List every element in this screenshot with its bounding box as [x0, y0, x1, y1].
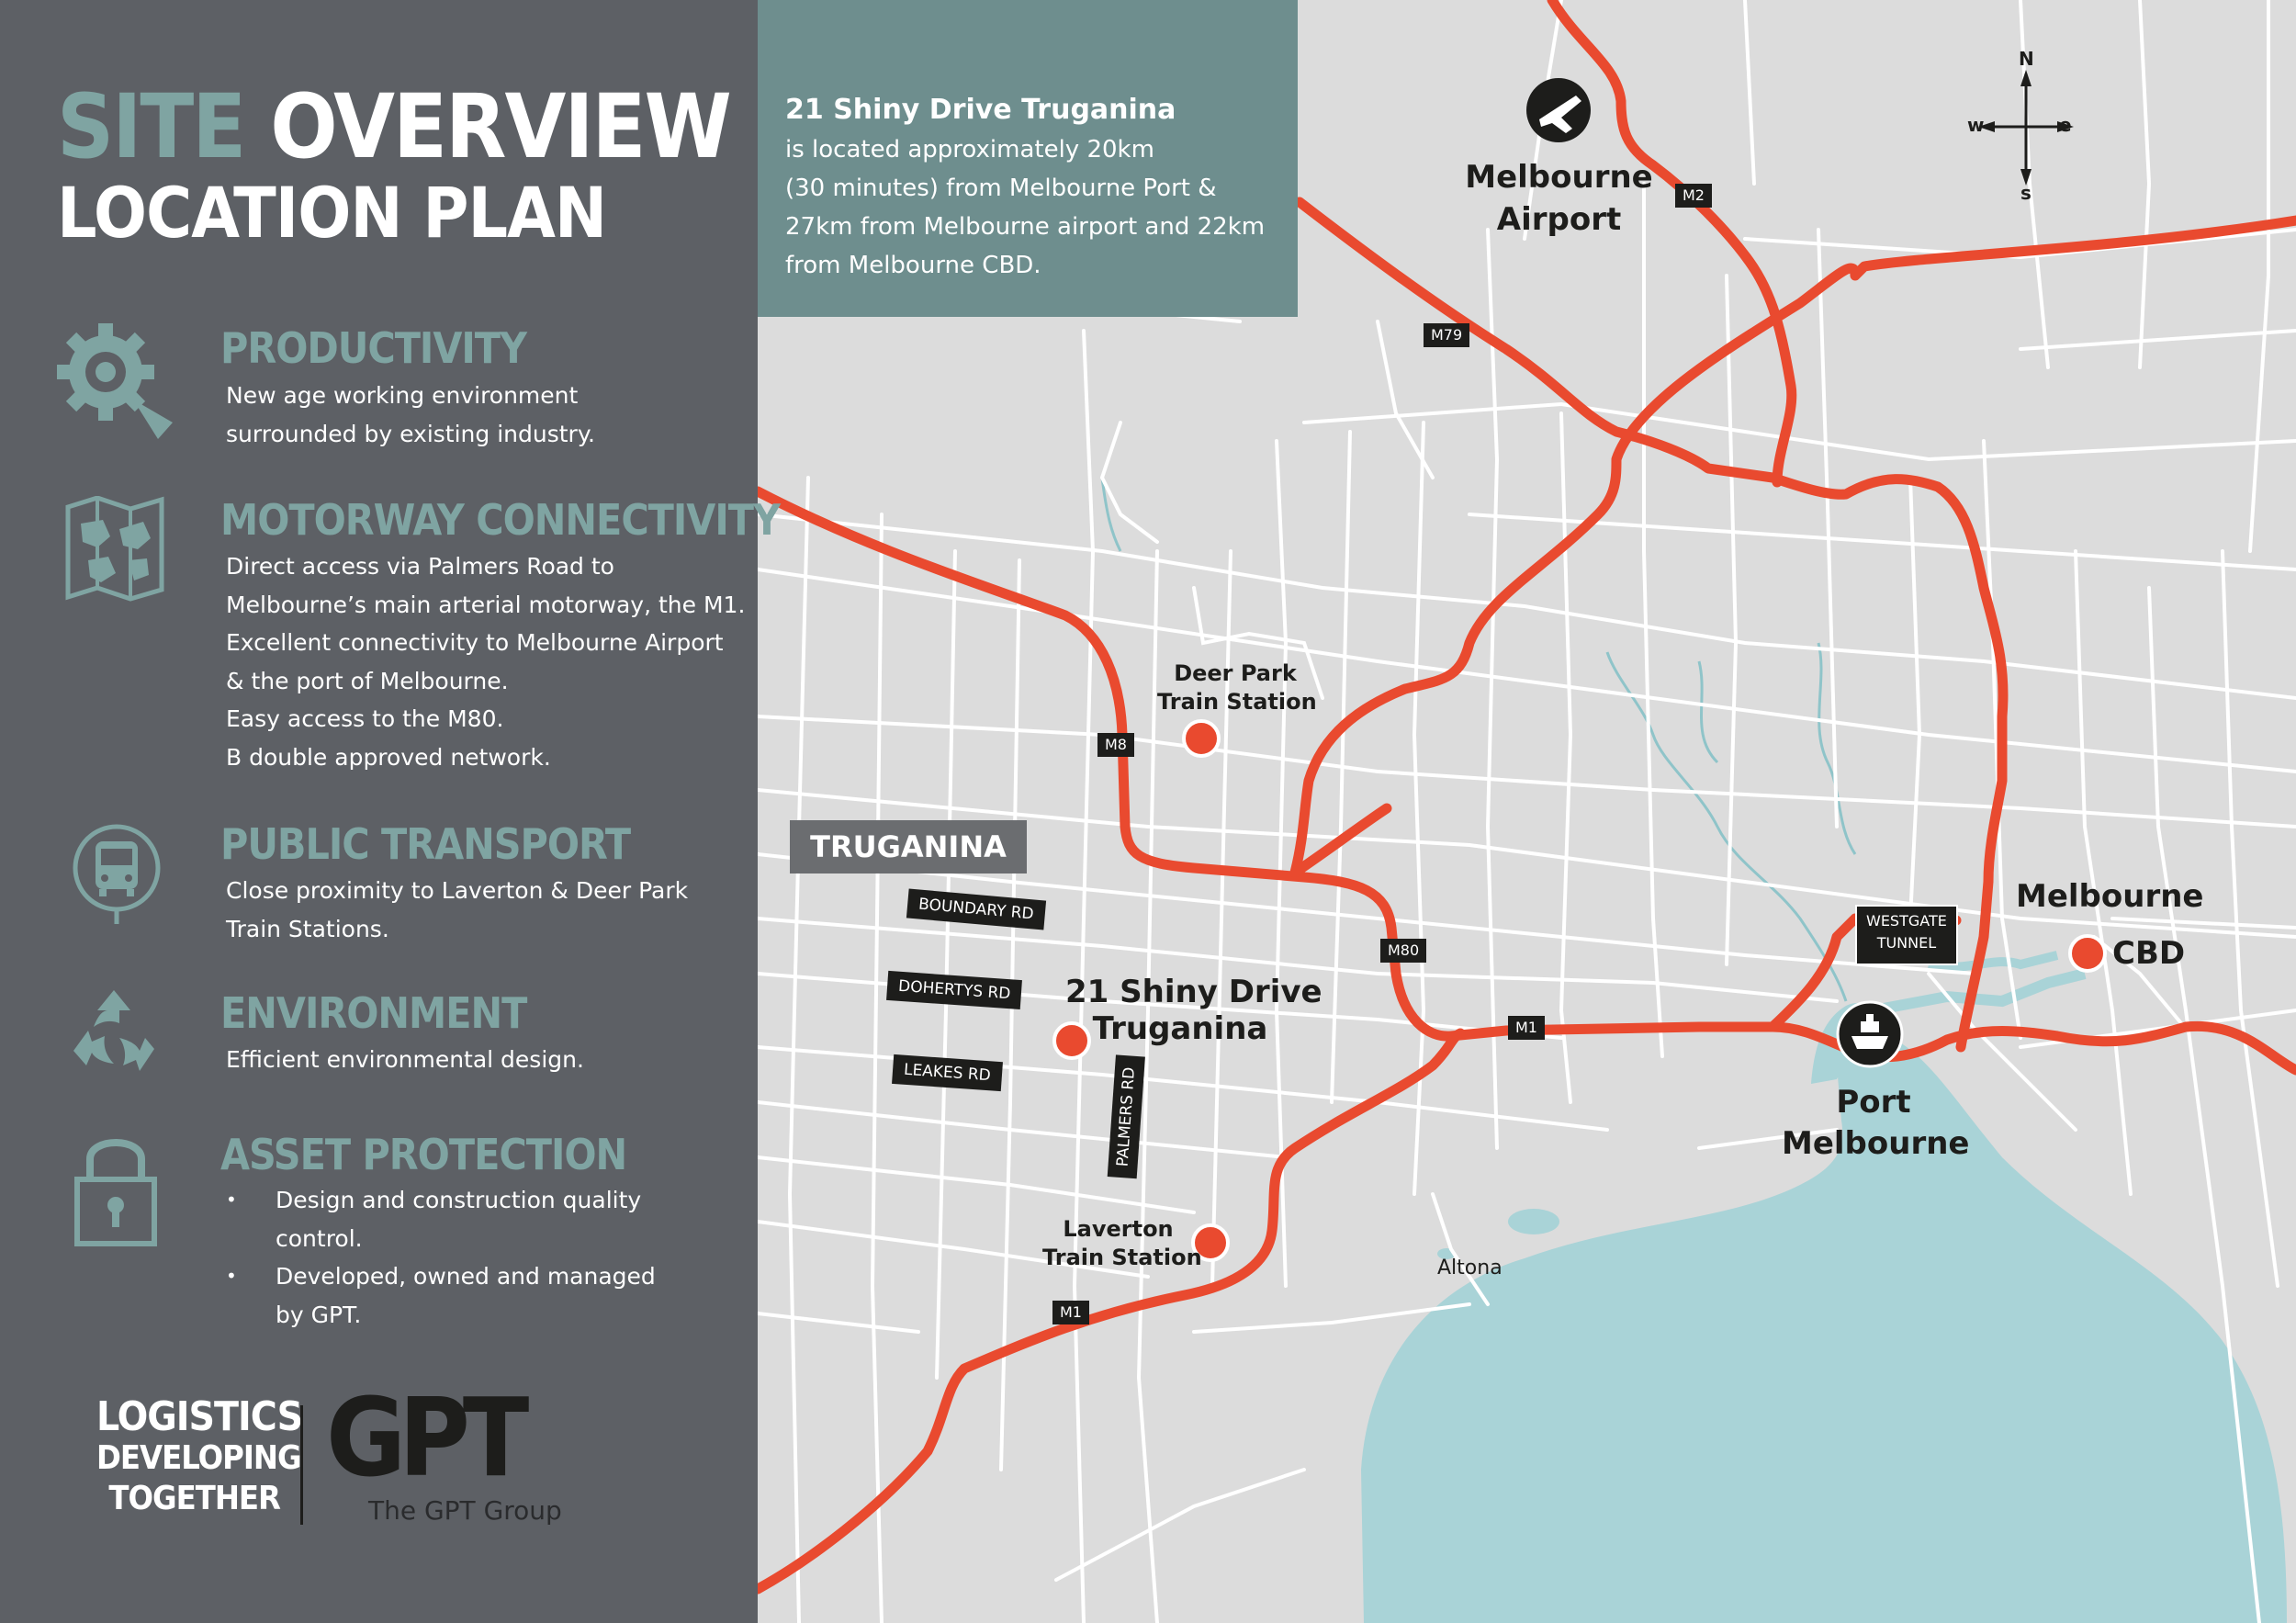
location-infobox: 21 Shiny Drive Truganina is located appr… — [758, 0, 1298, 317]
freeway-westgate — [1767, 913, 1962, 1032]
shield-m1: M1 — [1052, 1301, 1089, 1324]
logo-line: TOGETHER — [108, 1480, 281, 1517]
ship-icon — [1836, 1000, 1904, 1068]
feature-body-transport: Close proximity to Laverton & Deer Park … — [226, 877, 689, 942]
map-icon — [65, 496, 164, 602]
shield-m80: M80 — [1380, 939, 1427, 963]
infobox-line: 27km from Melbourne airport and 22km — [785, 213, 1266, 241]
laverton-station-marker — [1191, 1223, 1230, 1262]
infobox-line: (30 minutes) from Melbourne Port & — [785, 175, 1217, 202]
logo-line: LOGISTICS — [96, 1393, 303, 1440]
feature-body-environment: Efficient environmental design. — [226, 1046, 584, 1073]
altona-label: Altona — [1437, 1257, 1503, 1279]
compass-rose-icon: N s e w — [1964, 48, 2088, 204]
freeway-ring-road — [1289, 803, 1392, 878]
cbd-label-line2: CBD — [2112, 935, 2186, 972]
padlock-icon — [74, 1139, 157, 1246]
shield-m8: M8 — [1097, 733, 1134, 757]
location-map — [758, 0, 2296, 1623]
site-marker-21-shiny-drive — [1052, 1021, 1091, 1060]
logo-brand-sub: The GPT Group — [368, 1495, 562, 1526]
shield-m1: M1 — [1508, 1016, 1545, 1040]
cbd-label-line1: Melbourne — [2016, 878, 2204, 915]
compass-west: w — [1967, 114, 1985, 136]
infobox-line: from Melbourne CBD. — [785, 252, 1041, 279]
deer-park-station-marker — [1182, 719, 1221, 758]
page-title: SITE OVERVIEW — [57, 75, 732, 178]
feature-body-motorway: Direct access via Palmers Road to Melbou… — [226, 553, 746, 771]
freeway-m8 — [758, 486, 1778, 1042]
bullet-item: Design and construction quality control. — [226, 1181, 735, 1257]
infobox-title: 21 Shiny Drive Truganina — [785, 94, 1176, 126]
feature-title-environment: ENVIRONMENT — [220, 988, 527, 1038]
feature-title-transport: PUBLIC TRANSPORT — [220, 819, 631, 869]
suburb-label: TRUGANINA — [790, 820, 1027, 873]
compass-east: e — [2059, 114, 2072, 136]
sidebar: SITE OVERVIEW LOCATION PLAN PRODUCTIVITY… — [0, 0, 781, 1623]
feature-body-asset: Design and construction quality control.… — [226, 1181, 740, 1334]
logo-brand: GPT — [326, 1374, 529, 1501]
airplane-icon — [1526, 78, 1591, 142]
feature-body-productivity: New age working environment surrounded b… — [226, 382, 596, 447]
bullet-item: Developed, owned and managed by GPT. — [226, 1257, 735, 1334]
shield-m79: M79 — [1424, 323, 1470, 347]
logo-line: DEVELOPING — [96, 1439, 302, 1477]
recycle-icon — [73, 990, 154, 1071]
infobox-line: is located approximately 20km — [785, 136, 1154, 163]
shield-m2: M2 — [1675, 184, 1712, 208]
gear-icon — [57, 323, 173, 439]
port-phillip-bay — [1361, 1034, 2287, 1623]
bus-icon — [73, 824, 161, 924]
feature-title-asset: ASSET PROTECTION — [220, 1130, 627, 1179]
cbd-marker — [2068, 934, 2107, 973]
feature-title-productivity: PRODUCTIVITY — [220, 323, 527, 373]
feature-title-motorway: MOTORWAY CONNECTIVITY — [220, 495, 781, 545]
compass-south: s — [2020, 182, 2032, 204]
freeway-m1-west — [758, 1028, 1466, 1595]
freeway-m79 — [1294, 197, 2009, 1053]
compass-north: N — [2019, 48, 2034, 70]
freeway-m80 — [1289, 215, 2296, 878]
freeway-m2 — [1547, 0, 1797, 488]
page-subtitle: LOCATION PLAN — [57, 172, 607, 254]
